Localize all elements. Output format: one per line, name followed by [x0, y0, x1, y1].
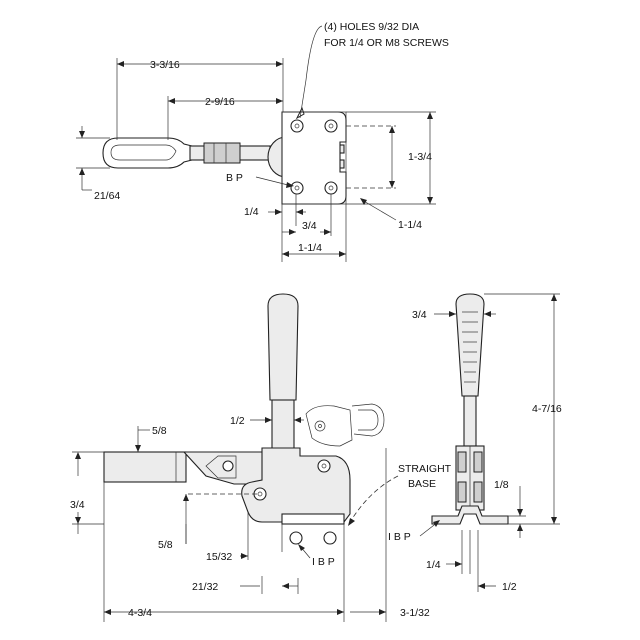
dim-three-quarter-front: 3/4	[412, 309, 427, 321]
top-view: (4) HOLES 9/32 DIA FOR 1/4 OR M8 SCREWS …	[76, 21, 449, 262]
top-base	[281, 111, 347, 205]
top-handle-slot	[110, 144, 177, 161]
dim-21-32: 21/32	[192, 581, 218, 593]
dim-half-front: 1/2	[502, 581, 517, 593]
side-handle-shaft	[271, 399, 295, 453]
mount-hole-2	[324, 119, 338, 133]
label-ibp-side: I B P	[312, 556, 335, 568]
front-base	[431, 505, 509, 525]
dim-five-eighth-top: 5/8	[152, 425, 167, 437]
label-bp-top: B P	[226, 172, 243, 184]
dim-five-eighth-bottom: 5/8	[158, 539, 173, 551]
mount-hole-1	[290, 119, 304, 133]
dim-handle-dia: 21/64	[94, 190, 120, 202]
dim-overall-top: 3-3/16	[150, 59, 180, 71]
top-arm-collar	[203, 142, 241, 164]
side-base	[281, 513, 345, 525]
label-ibp-front: I B P	[388, 531, 411, 543]
dim-three-quarter-top: 3/4	[302, 220, 317, 232]
dim-one-quarter-right: 1-1/4	[398, 219, 422, 231]
dim-height-top: 1-3/4	[408, 151, 432, 163]
dim-3-1-32: 3-1/32	[400, 607, 430, 619]
side-spindle-arm	[103, 451, 187, 483]
holes-note-line1: (4) HOLES 9/32 DIA	[324, 21, 419, 33]
mount-hole-4	[324, 181, 338, 195]
dim-15-32: 15/32	[206, 551, 232, 563]
dim-three-quarter-side: 3/4	[70, 499, 85, 511]
front-shaft	[463, 395, 477, 447]
dim-overall-side: 4-3/4	[128, 607, 152, 619]
holes-note-line2: FOR 1/4 OR M8 SCREWS	[324, 37, 449, 49]
side-phantom-handle	[305, 405, 353, 447]
side-view: 1/2 5/8 3/4 5/8 15/32 I B P 21/32	[70, 293, 452, 622]
dim-height-front: 4-7/16	[532, 403, 562, 415]
dim-half-side: 1/2	[230, 415, 245, 427]
label-base: BASE	[408, 478, 436, 490]
mount-hole-3	[290, 181, 304, 195]
dim-one-eighth: 1/8	[494, 479, 509, 491]
dim-quarter-front: 1/4	[426, 559, 441, 571]
top-handle-loop	[102, 137, 193, 169]
dim-one-quarter-bottom: 1-1/4	[298, 242, 322, 254]
dim-quarter-top: 1/4	[244, 206, 259, 218]
label-straight: STRAIGHT	[398, 463, 452, 475]
front-handle	[455, 293, 485, 397]
side-handle-grip	[267, 293, 299, 401]
front-view: 3/4 4-7/16 1/8 I B P 1/4 1/2	[388, 293, 562, 593]
dim-handle-top: 2-9/16	[205, 96, 235, 108]
